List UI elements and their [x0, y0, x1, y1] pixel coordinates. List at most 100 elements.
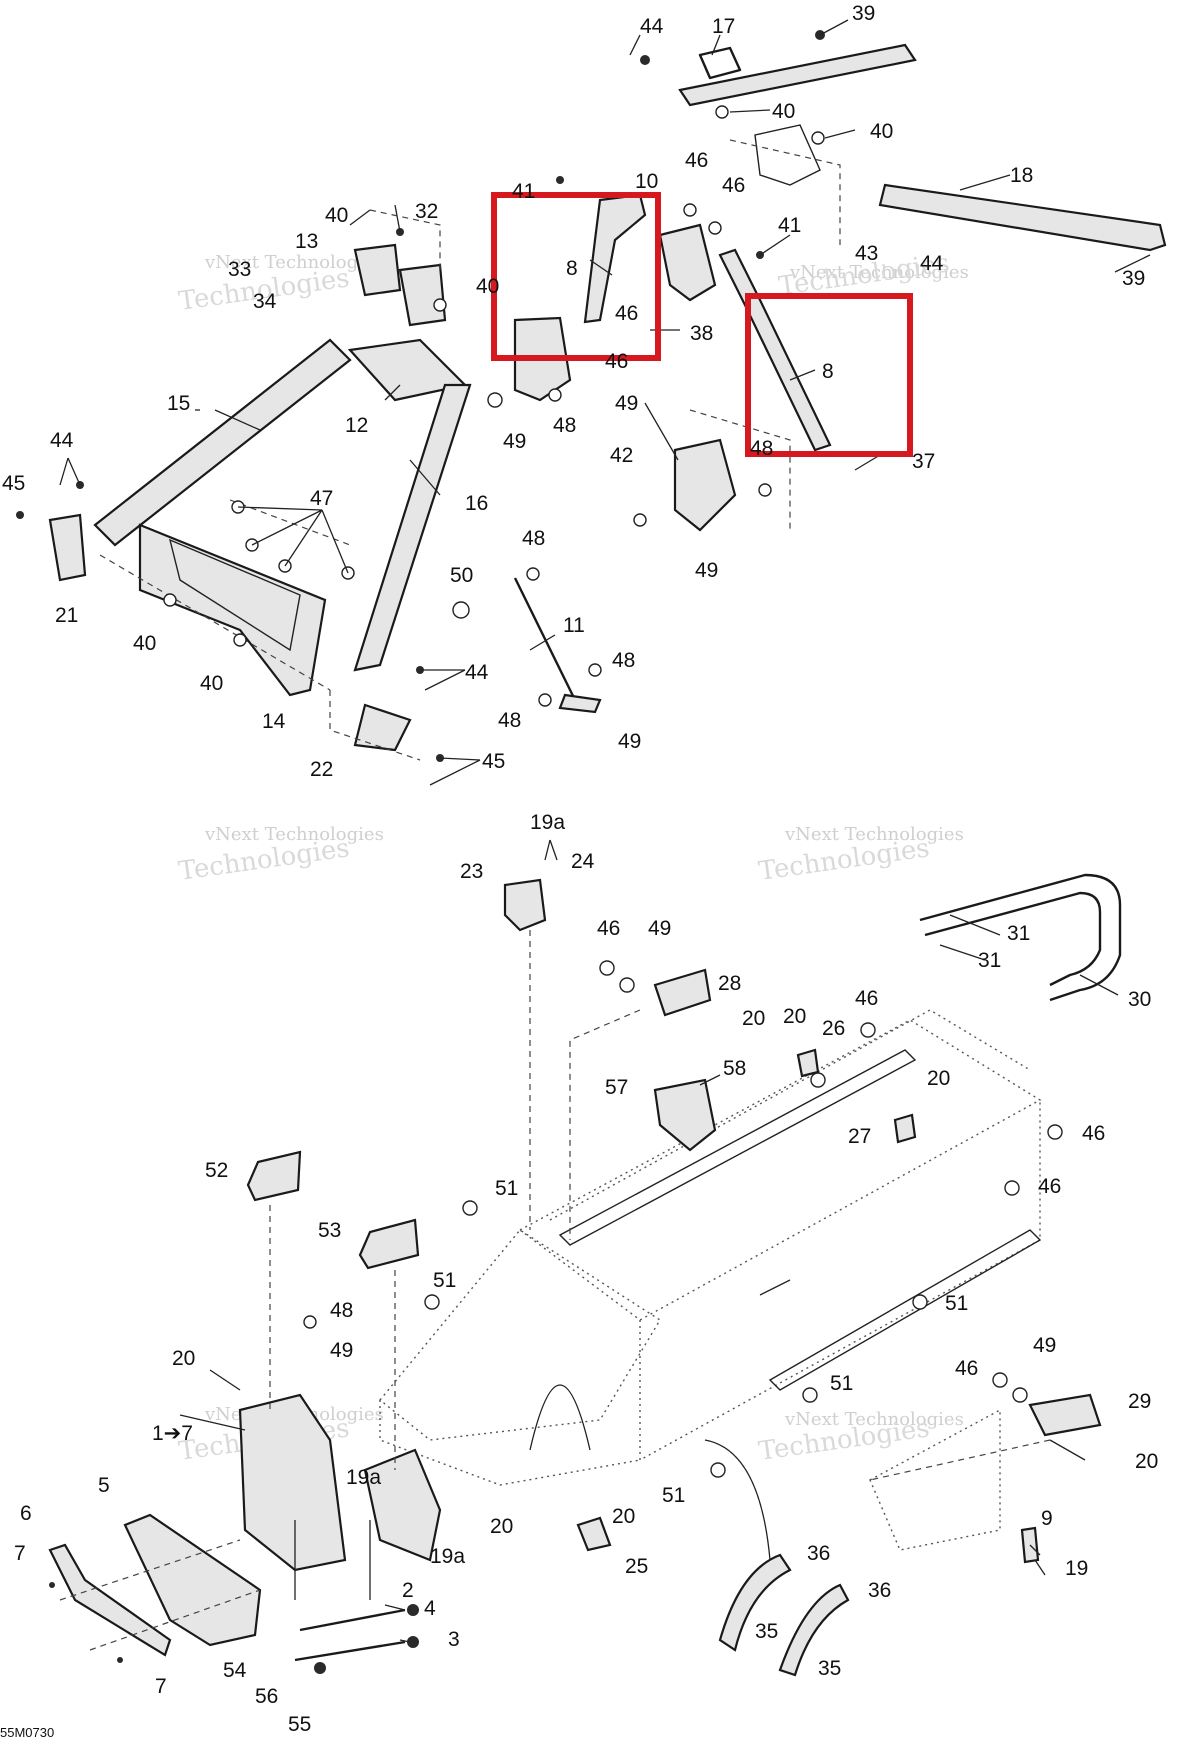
- callout-7[interactable]: 7: [14, 1542, 26, 1565]
- callout-48[interactable]: 48: [750, 437, 773, 460]
- callout-27[interactable]: 27: [848, 1125, 871, 1148]
- callout-41[interactable]: 41: [512, 180, 535, 203]
- callout-51[interactable]: 51: [945, 1292, 968, 1315]
- callout-53[interactable]: 53: [318, 1219, 341, 1242]
- callout-23[interactable]: 23: [460, 860, 483, 883]
- callout-34[interactable]: 34: [253, 290, 277, 313]
- callout-1-to-7[interactable]: 1➔7: [152, 1422, 193, 1445]
- callout-50[interactable]: 50: [450, 564, 473, 587]
- callout-49[interactable]: 49: [330, 1339, 353, 1362]
- callout-48[interactable]: 48: [612, 649, 635, 672]
- callout-47[interactable]: 47: [310, 487, 333, 510]
- callout-40[interactable]: 40: [133, 632, 156, 655]
- callout-56[interactable]: 56: [255, 1685, 278, 1708]
- callout-54[interactable]: 54: [223, 1659, 247, 1682]
- callout-9[interactable]: 9: [1041, 1507, 1053, 1530]
- callout-11[interactable]: 11: [563, 614, 585, 637]
- callout-14[interactable]: 14: [262, 710, 286, 733]
- callout-29[interactable]: 29: [1128, 1390, 1151, 1413]
- callout-46[interactable]: 46: [685, 149, 708, 172]
- callout-13[interactable]: 13: [295, 230, 318, 253]
- callout-49[interactable]: 49: [503, 430, 526, 453]
- callout-48[interactable]: 48: [553, 414, 576, 437]
- callout-51[interactable]: 51: [495, 1177, 518, 1200]
- callout-44[interactable]: 44: [50, 429, 74, 452]
- callout-44[interactable]: 44: [465, 661, 489, 684]
- callout-46[interactable]: 46: [1082, 1122, 1105, 1145]
- callout-15[interactable]: 15: [167, 392, 190, 415]
- callout-57[interactable]: 57: [605, 1076, 628, 1099]
- callout-48[interactable]: 48: [522, 527, 545, 550]
- callout-31[interactable]: 31: [978, 949, 1001, 972]
- callout-19a[interactable]: 19a: [530, 811, 565, 834]
- callout-18[interactable]: 18: [1010, 164, 1033, 187]
- callout-46[interactable]: 46: [955, 1357, 978, 1380]
- callout-19a[interactable]: 19a: [430, 1545, 465, 1568]
- callout-12[interactable]: 12: [345, 414, 368, 437]
- highlight-part-8-left[interactable]: [491, 192, 661, 361]
- callout-17[interactable]: 17: [712, 15, 735, 38]
- callout-2[interactable]: 2: [402, 1579, 414, 1602]
- callout-55[interactable]: 55: [288, 1713, 311, 1736]
- callout-7[interactable]: 7: [155, 1675, 167, 1698]
- callout-46[interactable]: 46: [855, 987, 878, 1010]
- callout-26[interactable]: 26: [822, 1017, 845, 1040]
- callout-40[interactable]: 40: [870, 120, 893, 143]
- callout-44[interactable]: 44: [920, 252, 944, 275]
- callout-40[interactable]: 40: [476, 275, 499, 298]
- callout-51[interactable]: 51: [662, 1484, 685, 1507]
- callout-21[interactable]: 21: [55, 604, 78, 627]
- callout-20[interactable]: 20: [783, 1005, 806, 1028]
- callout-45[interactable]: 45: [482, 750, 505, 773]
- callout-43[interactable]: 43: [855, 242, 878, 265]
- callout-24[interactable]: 24: [571, 850, 595, 873]
- callout-44[interactable]: 44: [640, 15, 664, 38]
- callout-42[interactable]: 42: [610, 444, 633, 467]
- callout-35[interactable]: 35: [755, 1620, 778, 1643]
- callout-8-right[interactable]: 8: [822, 360, 834, 383]
- callout-20[interactable]: 20: [490, 1515, 513, 1538]
- callout-48[interactable]: 48: [330, 1299, 353, 1322]
- callout-40[interactable]: 40: [200, 672, 223, 695]
- callout-46[interactable]: 46: [605, 350, 628, 373]
- callout-48[interactable]: 48: [498, 709, 521, 732]
- callout-8-left[interactable]: 8: [566, 257, 578, 280]
- callout-19[interactable]: 19: [1065, 1557, 1088, 1580]
- highlight-part-8-right[interactable]: [745, 293, 913, 457]
- callout-36[interactable]: 36: [807, 1542, 830, 1565]
- callout-49[interactable]: 49: [695, 559, 718, 582]
- callout-49[interactable]: 49: [1033, 1334, 1056, 1357]
- callout-40[interactable]: 40: [325, 204, 348, 227]
- callout-49[interactable]: 49: [648, 917, 671, 940]
- callout-20[interactable]: 20: [612, 1505, 635, 1528]
- callout-46[interactable]: 46: [722, 174, 745, 197]
- callout-52[interactable]: 52: [205, 1159, 228, 1182]
- callout-31[interactable]: 31: [1007, 922, 1030, 945]
- callout-40[interactable]: 40: [772, 100, 795, 123]
- callout-22[interactable]: 22: [310, 758, 333, 781]
- callout-49[interactable]: 49: [618, 730, 641, 753]
- callout-16[interactable]: 16: [465, 492, 488, 515]
- callout-35[interactable]: 35: [818, 1657, 841, 1680]
- callout-20[interactable]: 20: [927, 1067, 950, 1090]
- callout-38[interactable]: 38: [690, 322, 713, 345]
- callout-51[interactable]: 51: [433, 1269, 456, 1292]
- callout-4[interactable]: 4: [424, 1597, 436, 1620]
- callout-51[interactable]: 51: [830, 1372, 853, 1395]
- callout-46[interactable]: 46: [615, 302, 638, 325]
- callout-32[interactable]: 32: [415, 200, 438, 223]
- callout-58[interactable]: 58: [723, 1057, 746, 1080]
- callout-20[interactable]: 20: [1135, 1450, 1158, 1473]
- callout-33[interactable]: 33: [228, 258, 251, 281]
- callout-37[interactable]: 37: [912, 450, 935, 473]
- callout-49[interactable]: 49: [615, 392, 638, 415]
- callout-39[interactable]: 39: [1122, 267, 1145, 290]
- callout-10[interactable]: 10: [635, 170, 658, 193]
- callout-46[interactable]: 46: [1038, 1175, 1061, 1198]
- callout-25[interactable]: 25: [625, 1555, 648, 1578]
- callout-3[interactable]: 3: [448, 1628, 460, 1651]
- callout-6[interactable]: 6: [20, 1502, 32, 1525]
- callout-19a[interactable]: 19a: [346, 1466, 381, 1489]
- callout-20[interactable]: 20: [172, 1347, 195, 1370]
- callout-20[interactable]: 20: [742, 1007, 765, 1030]
